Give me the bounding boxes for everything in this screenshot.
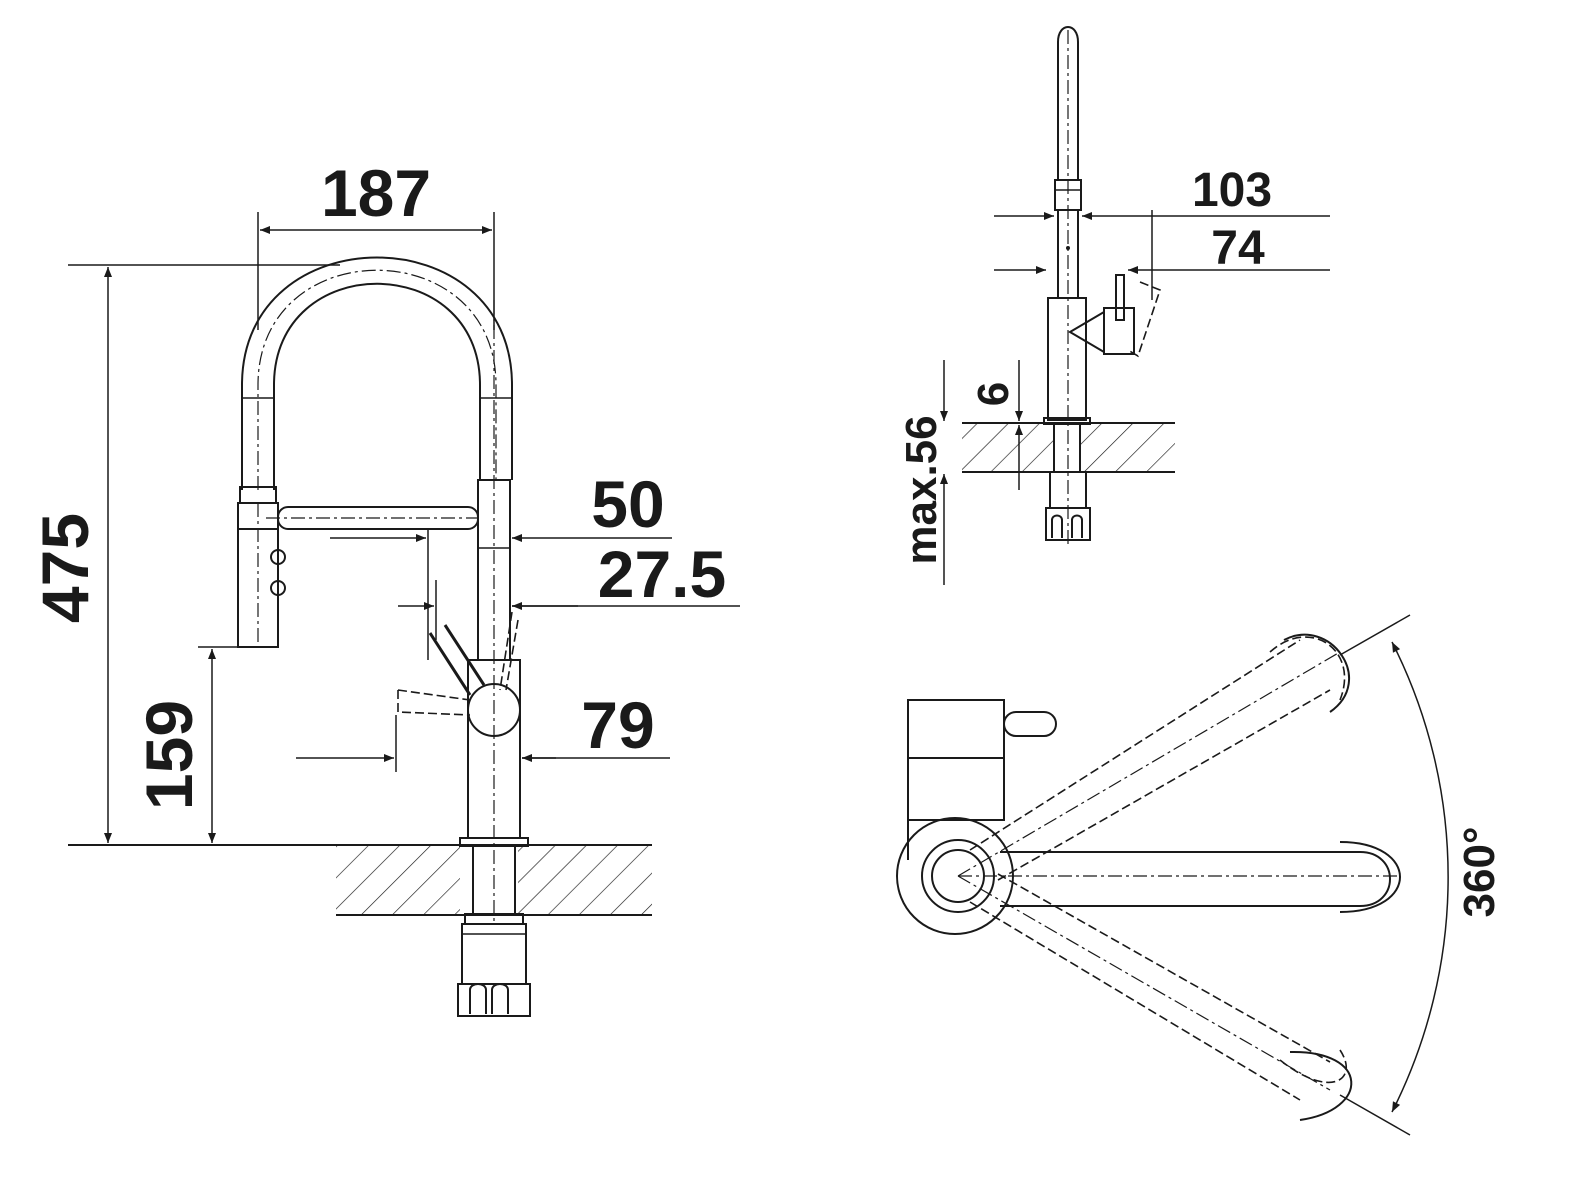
- front-dim-79: 79: [296, 688, 670, 772]
- top-base: [896, 699, 1057, 935]
- front-view: 187 475 159 50 27.5: [28, 156, 740, 1017]
- dim-103-label: 103: [1192, 164, 1272, 217]
- side-dim-max56: max.56: [897, 360, 948, 585]
- dim-159-label: 159: [132, 700, 206, 810]
- front-spray-head: [237, 486, 286, 648]
- dim-360-label: 360°: [1455, 826, 1504, 917]
- dim-187-label: 187: [321, 156, 431, 230]
- front-anchor-nut: [457, 923, 531, 1017]
- top-dim-360: 360°: [1339, 614, 1504, 1136]
- front-dim-159: 159: [132, 646, 238, 843]
- side-countertop: [962, 422, 1175, 473]
- front-lever: [397, 611, 521, 737]
- front-countertop: [68, 844, 652, 916]
- dim-max56-label: max.56: [897, 415, 946, 564]
- front-dim-187: 187: [257, 156, 495, 330]
- side-anchor: [1045, 471, 1091, 541]
- front-dim-50: 50: [330, 467, 672, 660]
- side-dim-74: 74: [994, 222, 1330, 275]
- top-spout-upper: [957, 633, 1351, 881]
- side-dim-6: 6: [969, 360, 1023, 490]
- side-view: 103 74 6 max.56: [897, 26, 1330, 585]
- dim-27-5-label: 27.5: [598, 537, 726, 611]
- side-lever: [1068, 274, 1161, 358]
- front-holder-arm: [266, 506, 479, 530]
- top-spout-center: [958, 841, 1401, 913]
- front-dim-475: 475: [28, 264, 340, 843]
- side-column: [1043, 297, 1091, 473]
- dim-79-label: 79: [581, 688, 654, 762]
- dim-74-label: 74: [1211, 222, 1265, 275]
- front-arch-spout: [241, 256, 513, 490]
- dim-475-label: 475: [28, 513, 102, 623]
- front-column: [459, 300, 529, 925]
- front-dim-27-5: 27.5: [398, 537, 740, 640]
- top-view: 360°: [896, 614, 1504, 1136]
- top-spout-lower: [957, 873, 1353, 1121]
- side-dim-103: 103: [994, 164, 1330, 300]
- dim-50-label: 50: [591, 467, 664, 541]
- side-spout: [1054, 26, 1082, 545]
- dim-6-label: 6: [969, 382, 1018, 406]
